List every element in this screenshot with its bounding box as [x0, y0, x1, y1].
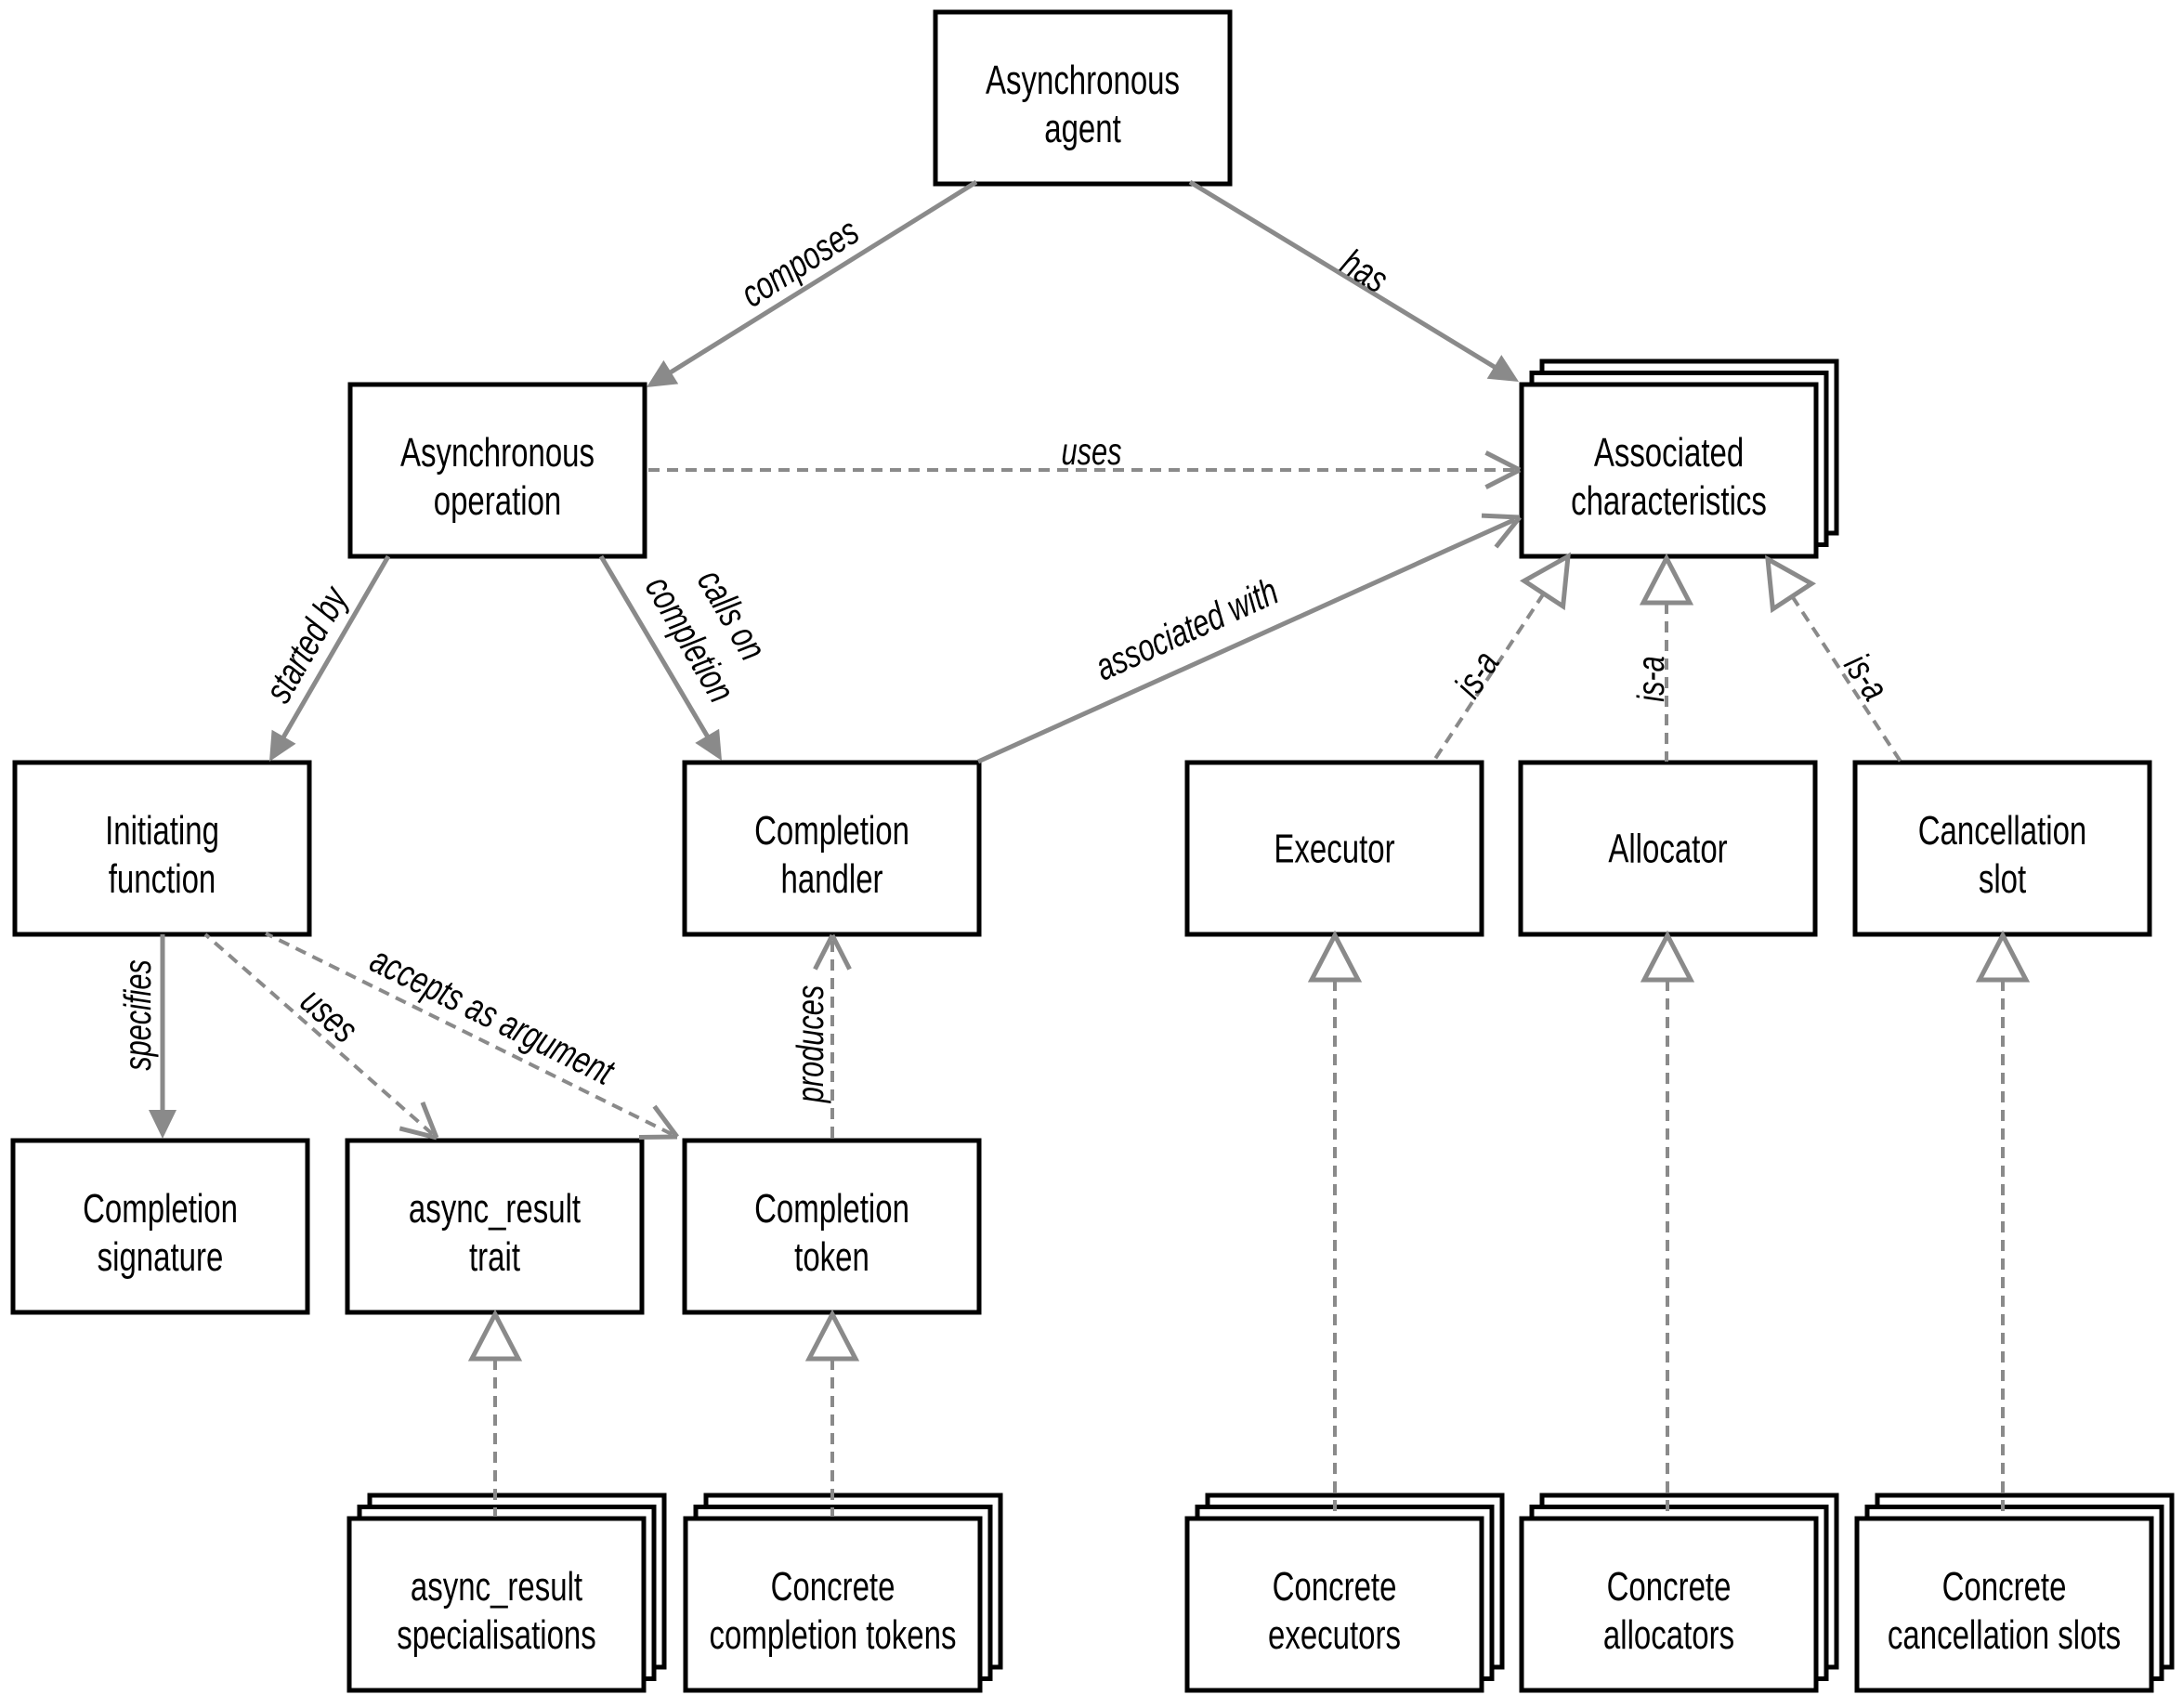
svg-text:allocators: allocators	[1603, 1613, 1734, 1659]
svg-text:async_result: async_result	[411, 1565, 582, 1610]
svg-text:Allocator: Allocator	[1608, 827, 1727, 872]
svg-text:is-a: is-a	[1629, 656, 1672, 702]
svg-text:Asynchronous: Asynchronous	[986, 59, 1180, 104]
svg-text:produces: produces	[789, 985, 831, 1103]
svg-text:async_result: async_result	[409, 1187, 581, 1232]
svg-text:Concrete: Concrete	[771, 1565, 895, 1610]
svg-text:Initiating: Initiating	[105, 809, 219, 854]
svg-text:Completion: Completion	[754, 1187, 909, 1232]
svg-text:trait: trait	[469, 1235, 520, 1281]
svg-text:completion tokens: completion tokens	[710, 1613, 957, 1659]
svg-text:Cancellation: Cancellation	[1918, 809, 2087, 854]
svg-text:Completion: Completion	[83, 1187, 238, 1232]
svg-text:Concrete: Concrete	[1607, 1565, 1732, 1610]
svg-text:characteristics: characteristics	[1571, 479, 1767, 525]
svg-text:token: token	[794, 1235, 869, 1281]
svg-text:Concrete: Concrete	[1942, 1565, 2067, 1610]
svg-text:specialisations: specialisations	[397, 1613, 596, 1659]
svg-text:Completion: Completion	[754, 809, 909, 854]
svg-text:operation: operation	[434, 479, 562, 525]
svg-text:Asynchronous: Asynchronous	[400, 431, 595, 476]
svg-text:function: function	[109, 857, 216, 903]
svg-text:slot: slot	[1979, 857, 2027, 903]
svg-text:handler: handler	[780, 857, 882, 903]
svg-text:Associated: Associated	[1594, 431, 1744, 476]
svg-text:specifies: specifies	[116, 959, 159, 1071]
svg-text:cancellation slots: cancellation slots	[1888, 1613, 2121, 1659]
svg-text:Concrete: Concrete	[1273, 1565, 1397, 1610]
svg-text:Executor: Executor	[1274, 827, 1394, 872]
svg-text:uses: uses	[1062, 430, 1122, 473]
svg-text:signature: signature	[98, 1235, 224, 1281]
svg-text:agent: agent	[1044, 107, 1121, 152]
svg-text:executors: executors	[1268, 1613, 1401, 1659]
